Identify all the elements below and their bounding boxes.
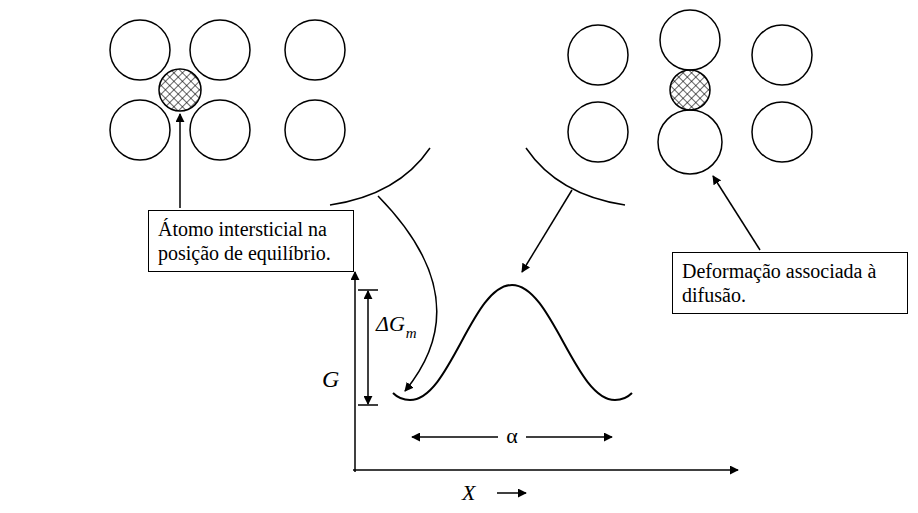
lattice-equilibrium <box>110 20 345 160</box>
dimension-arrow <box>367 291 369 300</box>
energy-curve <box>393 285 632 400</box>
leader-arrow <box>713 176 760 250</box>
straight-arrow <box>522 190 572 272</box>
host-atom <box>285 100 345 160</box>
leader-arrow <box>179 114 181 208</box>
dimension-arrow <box>367 395 369 404</box>
host-atom <box>752 102 812 162</box>
y-axis <box>354 272 356 472</box>
dimension-label: α <box>504 424 520 448</box>
curved-arrow <box>378 196 437 391</box>
zoom-arc <box>330 148 430 205</box>
zoom-arc <box>526 148 625 205</box>
axis-label: X <box>462 481 475 505</box>
host-atom <box>190 20 250 80</box>
dimension-arrow <box>412 436 498 438</box>
host-atom <box>658 110 722 174</box>
subscript: m <box>406 325 417 342</box>
lattice-deformed <box>568 10 812 174</box>
host-atom <box>110 100 170 160</box>
dimension-tick <box>358 289 378 291</box>
x-axis <box>353 469 738 471</box>
interstitial-atom <box>670 70 710 110</box>
dimension-label: ΔG <box>376 312 405 336</box>
host-atom <box>568 102 628 162</box>
host-atom <box>660 10 720 70</box>
host-atom <box>568 25 628 85</box>
host-atom <box>190 100 250 160</box>
host-atom <box>285 20 345 80</box>
dimension-line <box>367 300 369 395</box>
callout-text: Deformação associada à difusão. <box>682 259 898 307</box>
callout-box: Átomo intersticial na posição de equilíb… <box>148 210 354 272</box>
callout-box: Deformação associada à difusão. <box>672 252 908 314</box>
axis-label: G <box>322 366 339 392</box>
dimension-arrow <box>526 436 612 438</box>
direction-arrow <box>497 492 526 494</box>
callout-text: Átomo intersticial na posição de equilíb… <box>158 217 344 265</box>
host-atom <box>110 20 170 80</box>
interstitial-atom <box>159 69 201 111</box>
dimension-tick <box>358 404 378 406</box>
host-atom <box>752 25 812 85</box>
